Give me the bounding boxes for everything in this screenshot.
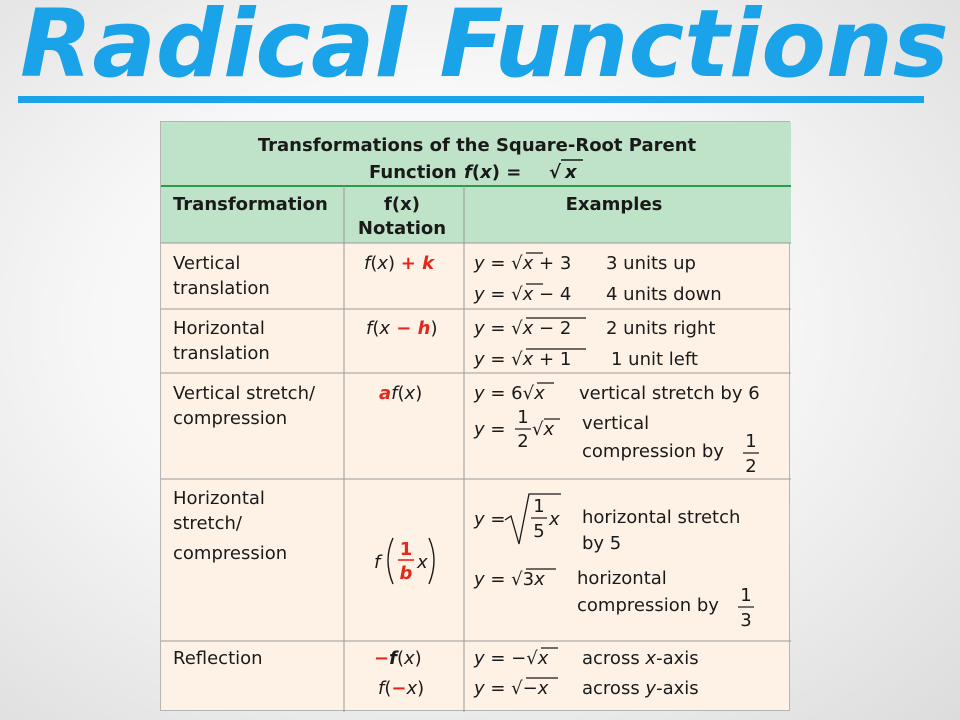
row2-label-line2: translation bbox=[173, 343, 270, 364]
column-header-background bbox=[161, 186, 791, 243]
row3-example2-frac2-den: 2 bbox=[745, 456, 756, 477]
row2-example2-equation: y = √x + 1 bbox=[473, 349, 571, 370]
row4-notation-frac-num: 1 bbox=[400, 539, 413, 560]
row4-example2-frac-num: 1 bbox=[740, 585, 751, 606]
row3-example2-y: y = bbox=[473, 419, 505, 440]
row1-notation: f(x) + k bbox=[364, 253, 435, 274]
caption-parent-function: f(x) = bbox=[464, 162, 521, 183]
column-header-notation-line2: Notation bbox=[358, 218, 446, 239]
row5-notation2: f(−x) bbox=[378, 678, 424, 699]
row5-label: Reflection bbox=[173, 648, 263, 669]
caption-sqrt-x: x bbox=[564, 162, 578, 183]
transformations-table: Transformations of the Square-Root Paren… bbox=[160, 121, 791, 712]
row4-notation-f: f bbox=[374, 552, 383, 573]
title-underline bbox=[18, 96, 924, 103]
row5-example2-equation: y = √−x bbox=[473, 678, 549, 699]
column-header-examples: Examples bbox=[566, 194, 663, 215]
row4-label-line2: stretch/ bbox=[173, 513, 243, 534]
row4-example1-radical bbox=[504, 493, 561, 545]
row2-label-line1: Horizontal bbox=[173, 318, 265, 339]
row5-example1-equation: y = −√x bbox=[473, 648, 549, 669]
row3-example2-description-line2: compression by bbox=[582, 441, 724, 462]
row4-notation-x: x bbox=[416, 552, 428, 573]
row4-example1-x: x bbox=[548, 509, 560, 530]
row3-notation: af(x) bbox=[379, 383, 422, 404]
row5-example1-description: across x-axis bbox=[582, 648, 699, 669]
caption-background bbox=[161, 122, 791, 186]
row4-label-line3: compression bbox=[173, 543, 287, 564]
row3-example2-sqrt: √x bbox=[532, 419, 554, 440]
table-grid bbox=[161, 186, 791, 712]
row3-example2-description-line1: vertical bbox=[582, 413, 649, 434]
row4-label-line1: Horizontal bbox=[173, 488, 265, 509]
row1-label-line1: Vertical bbox=[173, 253, 240, 274]
table-caption-line1: Transformations of the Square-Root Paren… bbox=[258, 135, 697, 156]
row3-example2-frac-den: 2 bbox=[517, 431, 528, 452]
row4-notation-right-paren bbox=[428, 537, 435, 585]
row5-example2-description: across y-axis bbox=[582, 678, 699, 699]
row4-example1-description-line1: horizontal stretch bbox=[582, 507, 740, 528]
row1-example2-equation: y = √x − 4 bbox=[473, 284, 571, 305]
row3-label-line2: compression bbox=[173, 408, 287, 429]
table-graphic: Transformations of the Square-Root Paren… bbox=[161, 122, 791, 712]
row4-notation-left-paren bbox=[387, 537, 394, 585]
column-header-transformation: Transformation bbox=[173, 194, 328, 215]
row2-example2-description: 1 unit left bbox=[611, 349, 698, 370]
table-caption-line2: Function bbox=[369, 162, 457, 183]
caption-sqrt-icon: √ bbox=[549, 162, 562, 183]
row4-example1-frac-den: 5 bbox=[533, 521, 544, 542]
row4-example2-description-line1: horizontal bbox=[577, 568, 667, 589]
row3-example2-frac2-num: 1 bbox=[745, 431, 756, 452]
row3-example2-frac-num: 1 bbox=[517, 407, 528, 428]
column-header-notation-line1: f(x) bbox=[384, 194, 420, 215]
row3-label-line1: Vertical stretch/ bbox=[173, 383, 316, 404]
row3-example1-description: vertical stretch by 6 bbox=[579, 383, 760, 404]
row4-example1-y: y = bbox=[473, 509, 505, 530]
row4-example1-description-line2: by 5 bbox=[582, 533, 621, 554]
row2-example1-equation: y = √x − 2 bbox=[473, 318, 571, 339]
slide-title: Radical Functions bbox=[20, 0, 949, 99]
row4-example2-frac-den: 3 bbox=[740, 610, 751, 631]
row4-example1-frac-num: 1 bbox=[533, 496, 544, 517]
row2-example1-description: 2 units right bbox=[606, 318, 715, 339]
row1-example1-equation: y = √x + 3 bbox=[473, 253, 571, 274]
row4-notation-frac-den: b bbox=[400, 563, 413, 584]
row2-notation: f(x − h) bbox=[366, 318, 438, 339]
row4-example2-equation: y = √3x bbox=[473, 569, 545, 590]
row5-notation1: −f(x) bbox=[374, 648, 422, 669]
row4-example2-description-line2: compression by bbox=[577, 595, 719, 616]
row1-label-line2: translation bbox=[173, 278, 270, 299]
row1-example1-description: 3 units up bbox=[606, 253, 696, 274]
row1-example2-description: 4 units down bbox=[606, 284, 722, 305]
row3-example1-equation: y = 6√x bbox=[473, 383, 545, 404]
